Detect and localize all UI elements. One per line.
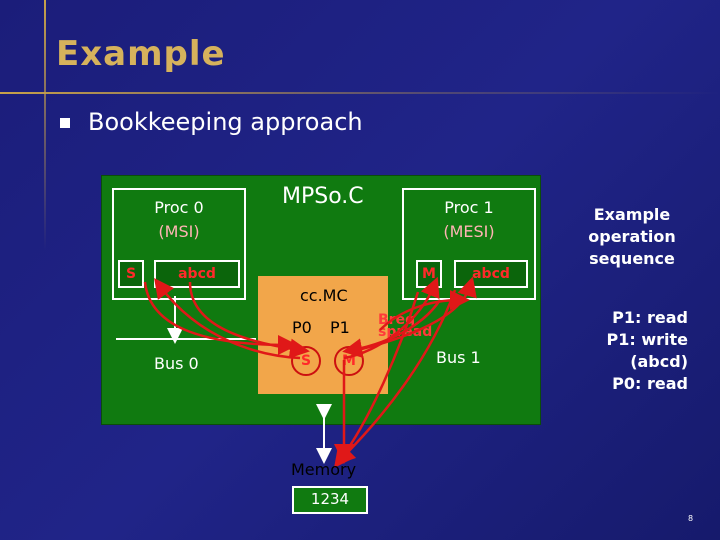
proc1-mode: (MESI) (443, 222, 495, 241)
ccmc-p0-label: P0 (292, 318, 312, 337)
decorative-horizontal-line (0, 92, 720, 94)
page-number: 8 (688, 514, 694, 523)
sequence-step-1: P1: read (612, 308, 688, 327)
proc0-name: Proc 0 (154, 198, 204, 217)
sequence-title-line-1: Example (593, 205, 671, 224)
proc1-cache-data: abcd (454, 260, 528, 288)
memory-value: 1234 (310, 490, 350, 508)
bus1-label: Bus 1 (436, 348, 481, 367)
bus-request-label: Breq spread (378, 313, 433, 340)
proc0-cache-data: abcd (154, 260, 240, 288)
ccmc-box: cc.MC P0 P1 S M (258, 276, 388, 394)
bus-request-line-2: spread (378, 324, 433, 340)
proc1-cache-state: M (416, 260, 442, 288)
memory-label: Memory (291, 460, 357, 479)
sequence-step-2: P1: write (606, 330, 688, 349)
mpsoc-block: MPSo.C Proc 0 (MSI) S abcd Proc 1 (MESI)… (101, 175, 541, 425)
sequence-title-line-2: operation (588, 227, 676, 246)
slide-title: Example (56, 34, 226, 74)
ccmc-p1-state: M (334, 346, 364, 376)
decorative-vertical-line (44, 0, 46, 250)
sequence-step-4: P0: read (612, 374, 688, 393)
bullet-icon (60, 118, 70, 128)
proc0-mode: (MSI) (158, 222, 200, 241)
sequence-title-line-3: sequence (589, 249, 675, 268)
slide-subtitle: Bookkeeping approach (88, 108, 363, 136)
ccmc-label: cc.MC (300, 286, 348, 305)
proc0-cache-state: S (118, 260, 144, 288)
mpsoc-label: MPSo.C (282, 184, 364, 209)
proc0-box: Proc 0 (MSI) S abcd (112, 188, 246, 300)
proc1-box: Proc 1 (MESI) M abcd (402, 188, 536, 300)
bus0-label: Bus 0 (154, 354, 199, 373)
memory-box: 1234 (292, 486, 368, 514)
sequence-title: Example operation sequence (568, 204, 696, 270)
bus0-line (116, 338, 256, 340)
ccmc-p0-state: S (291, 346, 321, 376)
proc1-name: Proc 1 (444, 198, 494, 217)
ccmc-p1-label: P1 (330, 318, 350, 337)
sequence-step-3: (abcd) (630, 352, 688, 371)
